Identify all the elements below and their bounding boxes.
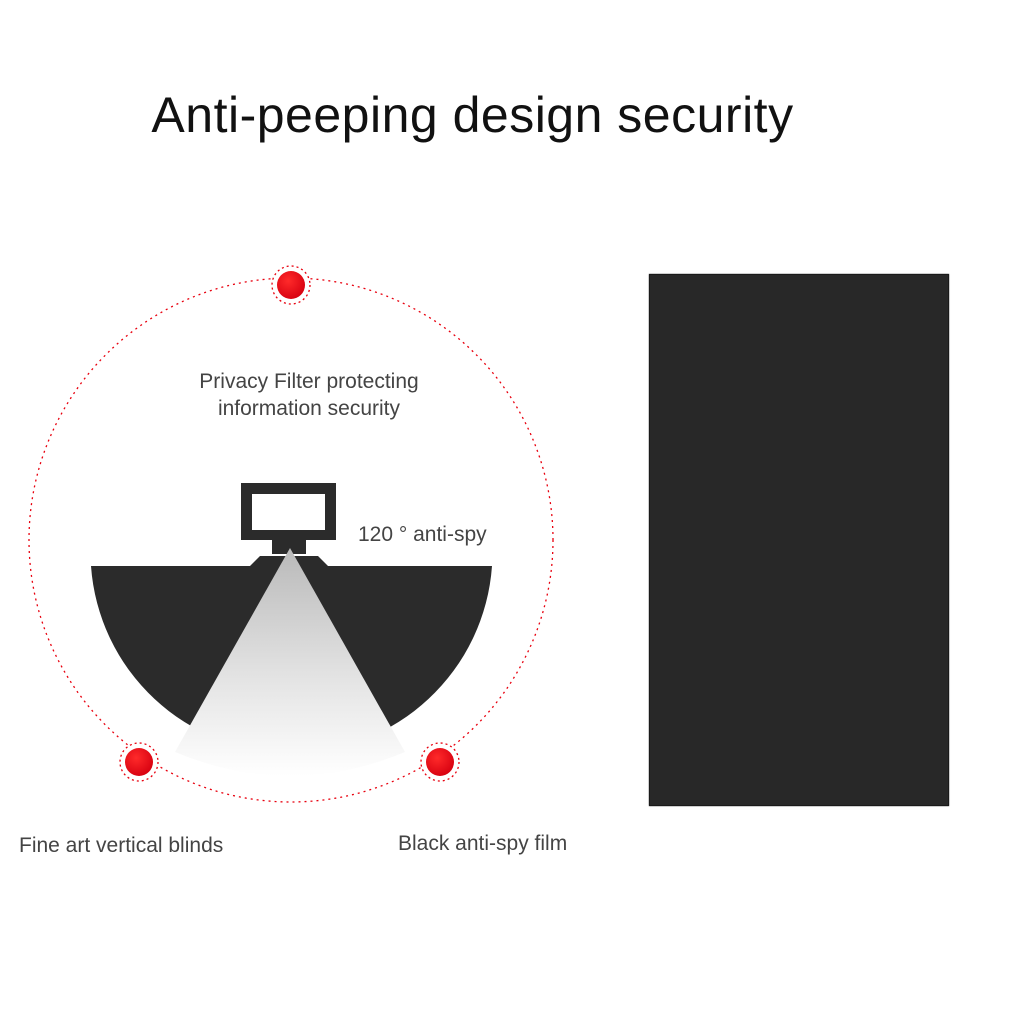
monitor-icon [241,483,336,566]
viewing-beam [175,548,405,776]
vertical-blinds-label: Fine art vertical blinds [19,834,224,857]
privacy-filter-line2: information security [217,397,401,420]
privacy-filter-caption: Privacy Filter protecting information se… [150,368,468,422]
anti-spy-film-panel [649,274,949,806]
black-film-label: Black anti-spy film [398,832,568,855]
red-dot-marker-top [271,265,311,305]
red-dot-marker-right [420,742,460,782]
dotted-circle [28,277,554,803]
red-dot-marker-left [119,742,159,782]
privacy-filter-line1: Privacy Filter protecting [199,370,419,393]
page-title: Anti-peeping design security [151,87,794,143]
angle-label: 120 ° anti-spy [358,523,487,546]
